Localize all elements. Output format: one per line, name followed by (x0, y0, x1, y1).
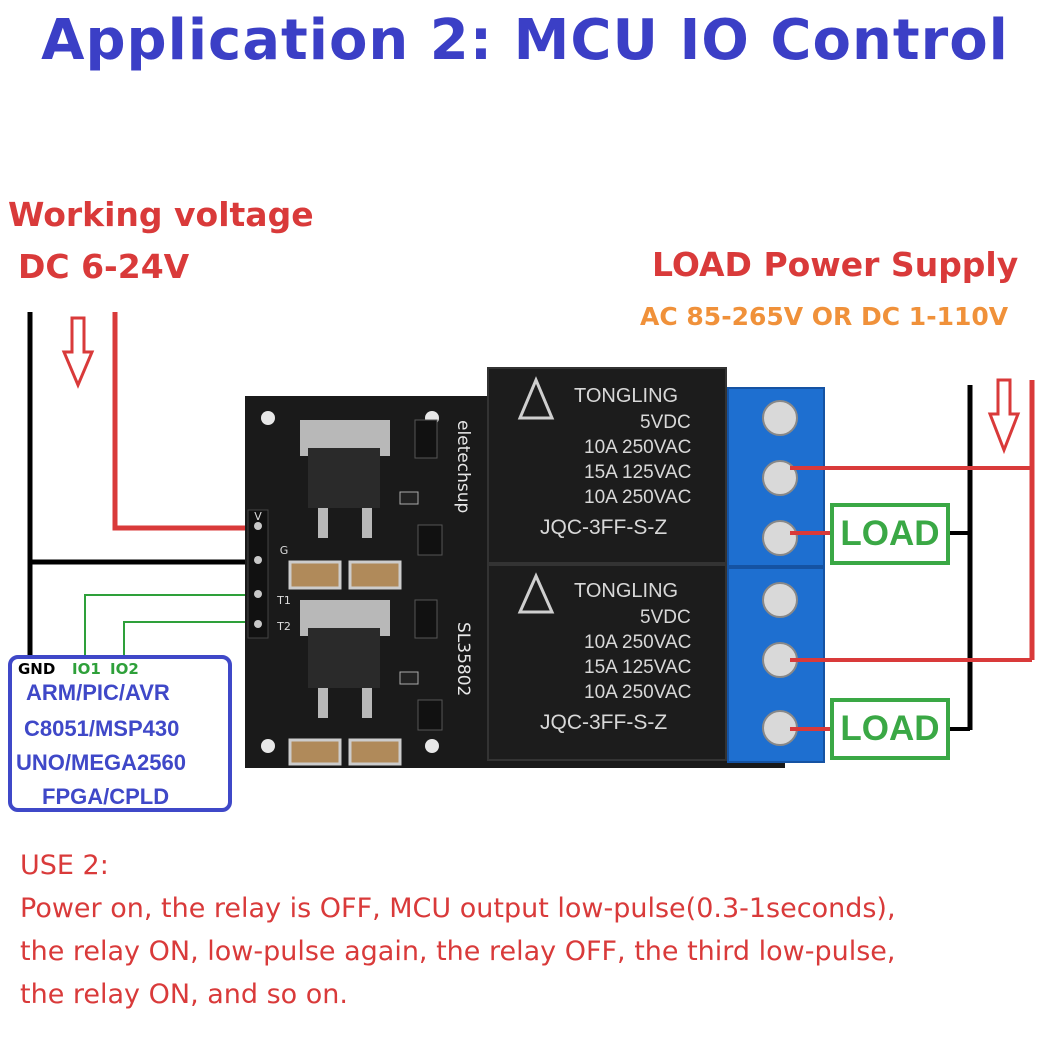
relay-1-rating3: 10A 250VAC (584, 487, 691, 508)
mount-hole (425, 739, 439, 753)
mcu-pin-io1: IO1 (72, 660, 101, 678)
relay-1: TONGLING 5VDC 10A 250VAC 15A 125VAC 10A … (487, 367, 727, 564)
pin-label-v: V (254, 510, 262, 523)
io2-wire (123, 621, 250, 657)
relay-1-rating2: 15A 125VAC (584, 462, 691, 483)
board-brand: eletechsup (453, 420, 473, 513)
load-power-supply-range: AC 85-265V OR DC 1-110V (640, 302, 1009, 331)
pin-label-t1: T1 (276, 594, 291, 607)
pin-label-g: G (280, 544, 289, 557)
relay-2-brand: TONGLING (574, 580, 678, 602)
terminal-block-2 (727, 567, 825, 763)
relay-2-coil: 5VDC (640, 607, 691, 628)
ic-chip (414, 599, 438, 639)
relay-1-model: JQC-3FF-S-Z (540, 516, 667, 539)
mcu-line: ARM/PIC/AVR (26, 680, 170, 705)
ic-chip (417, 699, 443, 731)
working-voltage-label: Working voltage (8, 195, 314, 234)
ic-chip (417, 524, 443, 556)
load-power-supply-label: LOAD Power Supply (652, 245, 1019, 284)
power-down-arrow (61, 316, 95, 389)
capacitor (348, 738, 402, 766)
resistor (399, 491, 419, 505)
io1-wire (84, 594, 250, 657)
mcu-line: UNO/MEGA2560 (16, 750, 186, 775)
relay-2-rating3: 10A 250VAC (584, 682, 691, 703)
load-down-arrow (987, 378, 1021, 455)
usage-line: the relay ON, low-pulse again, the relay… (20, 936, 896, 967)
mount-hole (261, 411, 275, 425)
pin-label-t2: T2 (276, 620, 291, 633)
power-wire (112, 312, 250, 531)
mount-hole (261, 739, 275, 753)
mcu-box (8, 655, 232, 812)
load-label-1: LOAD (830, 503, 950, 565)
mosfet-top (300, 420, 390, 538)
mcu-pin-gnd: GND (18, 660, 56, 678)
capacitor (348, 560, 402, 590)
ic-chip (414, 419, 438, 459)
relay-2-rating1: 10A 250VAC (584, 632, 691, 653)
mosfet-bottom (300, 600, 390, 718)
working-voltage-range: DC 6-24V (18, 247, 190, 286)
usage-line: Power on, the relay is OFF, MCU output l… (20, 893, 896, 924)
load-label-2: LOAD (830, 698, 950, 760)
page-title: Application 2: MCU IO Control (41, 8, 1009, 73)
mcu-pin-io2: IO2 (110, 660, 139, 678)
mcu-line: FPGA/CPLD (42, 784, 170, 809)
relay-1-brand: TONGLING (574, 385, 678, 407)
capacitor (288, 738, 342, 766)
relay-1-rating1: 10A 250VAC (584, 437, 691, 458)
board-model: SL35802 (453, 622, 473, 696)
relay-2-model: JQC-3FF-S-Z (540, 711, 667, 734)
resistor (399, 671, 419, 685)
relay-1-coil: 5VDC (640, 412, 691, 433)
usage-heading: USE 2: (20, 850, 109, 881)
usage-line: the relay ON, and so on. (20, 979, 348, 1010)
mcu-line: C8051/MSP430 (24, 716, 180, 741)
header-pins (247, 509, 269, 639)
relay-2-rating2: 15A 125VAC (584, 657, 691, 678)
relay-2: TONGLING 5VDC 10A 250VAC 15A 125VAC 10A … (487, 564, 727, 761)
terminal-block-1 (727, 387, 825, 567)
capacitor (288, 560, 342, 590)
